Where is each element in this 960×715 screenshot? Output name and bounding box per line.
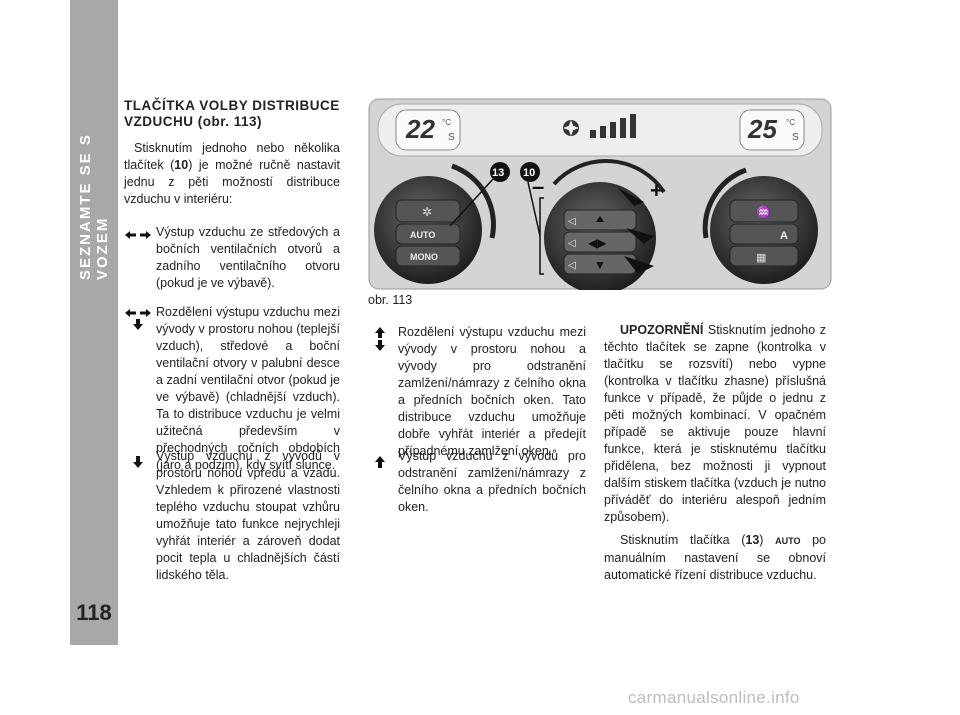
vent-icon: ◁	[568, 238, 576, 249]
feet-icon: ◁	[568, 260, 576, 271]
pointer-arrow-icon	[618, 188, 644, 206]
mono-button	[395, 245, 461, 267]
front-defrost-button	[729, 199, 799, 223]
warning-p2-before: Stisknutím tlačítka (	[620, 533, 746, 547]
callout-10-label: 10	[523, 167, 535, 179]
callout-13-label: 13	[492, 167, 504, 179]
right-knob-scale	[702, 167, 747, 239]
pointer-arrow-icon	[624, 256, 654, 274]
list-item-text: Výstup vzduchu z vývodů pro odstranění z…	[398, 449, 586, 514]
right-temp: 25	[747, 114, 777, 144]
left-knob-scale	[451, 163, 496, 239]
ac-button	[729, 223, 799, 245]
arrows-left-right-down-icon	[125, 309, 151, 330]
sun-icon: ✲	[422, 205, 432, 219]
list-item-text: Výstup vzduchu ze středových a bočních v…	[156, 225, 340, 290]
warning-p2-after: po manuálním nastavení se obnoví automat…	[604, 533, 826, 582]
warning-label: UPOZORNĚNÍ	[620, 323, 704, 337]
ac-label: A	[780, 230, 788, 242]
warning-p2-mid: )	[759, 533, 776, 547]
arrow-down-icon	[133, 456, 143, 468]
right-unit-c: °C	[786, 118, 795, 127]
left-temp: 22	[405, 114, 435, 144]
warning-p2-auto: AUTO	[775, 536, 801, 546]
vent-button	[563, 231, 637, 253]
arrow-up-icon	[375, 456, 385, 468]
fan-plus: +	[650, 178, 663, 203]
warning-text: Stisknutím jednoho z těchto tlačítek se …	[604, 323, 826, 524]
page-number: 118	[76, 600, 112, 625]
watermark: carmanualsonline.info	[628, 688, 800, 707]
defrost-icon: ♒	[756, 205, 771, 219]
figure-caption: obr. 113	[368, 293, 413, 307]
heading-line2: VZDUCHU	[124, 114, 194, 129]
auto-label: AUTO	[410, 230, 435, 240]
callout-10	[520, 162, 540, 182]
list-item-text: Rozdělení výstupu vzduchu mezi vývody v …	[398, 325, 586, 458]
recirculation-button	[395, 199, 461, 223]
arrows-left-right-icon	[125, 231, 151, 239]
intro-text-after: ) je možné ručně nastavit jednu z pěti m…	[124, 158, 340, 206]
heading-line1: TLAČÍTKA VOLBY DISTRIBUCE	[124, 98, 340, 113]
section-heading: TLAČÍTKA VOLBY DISTRIBUCE VZDUCHU (obr. …	[124, 98, 340, 130]
warning-note: UPOZORNĚNÍ Stisknutím jednoho z těchto t…	[604, 322, 826, 590]
intro-paragraph: Stisknutím jednoho nebo několika tlačíte…	[124, 140, 340, 208]
warning-p2-button: 13	[745, 533, 760, 547]
rear-defrost-icon: ▦	[756, 252, 766, 264]
auto-button	[395, 223, 461, 245]
fan-scale-arc	[552, 159, 666, 194]
left-unit-s: S	[448, 132, 455, 143]
left-unit-c: °C	[442, 118, 451, 127]
fan-level-bars	[590, 114, 636, 138]
section-title: SEZNAMTE SE S VOZEM	[77, 133, 111, 280]
list-item-text: Rozdělení výstupu vzduchu mezi vývody v …	[156, 305, 340, 472]
pointer-arrow-icon	[626, 228, 654, 244]
arrow-up-icon	[596, 216, 604, 222]
intro-button-ref: 10	[174, 158, 189, 172]
arrows-up-down-icon	[375, 327, 385, 351]
climate-panel-figure: 22 °C S 25 °C S ✲ AUTO MONO ◁ ◁ ◀▶ ◁ ▼ –…	[368, 98, 832, 290]
arrow-down-icon: ▼	[594, 258, 606, 272]
rear-defrost-button	[729, 245, 799, 267]
callout-13	[490, 162, 510, 182]
heading-ref: (obr. 113)	[197, 114, 263, 129]
mono-label: MONO	[410, 252, 438, 262]
intro-text-before: Stisknutím jednoho nebo několika tlačíte…	[124, 141, 340, 172]
fan-icon	[563, 120, 579, 136]
windscreen-icon: ◁	[568, 216, 576, 227]
right-temp-display	[739, 109, 805, 151]
arrows-left-right-icon: ◀▶	[588, 236, 607, 250]
list-item-text: Výstup vzduchu z vývodů v prostoru nohou…	[156, 449, 340, 582]
sidebar	[70, 0, 118, 645]
left-temp-display	[395, 109, 461, 151]
right-unit-s: S	[792, 132, 799, 143]
